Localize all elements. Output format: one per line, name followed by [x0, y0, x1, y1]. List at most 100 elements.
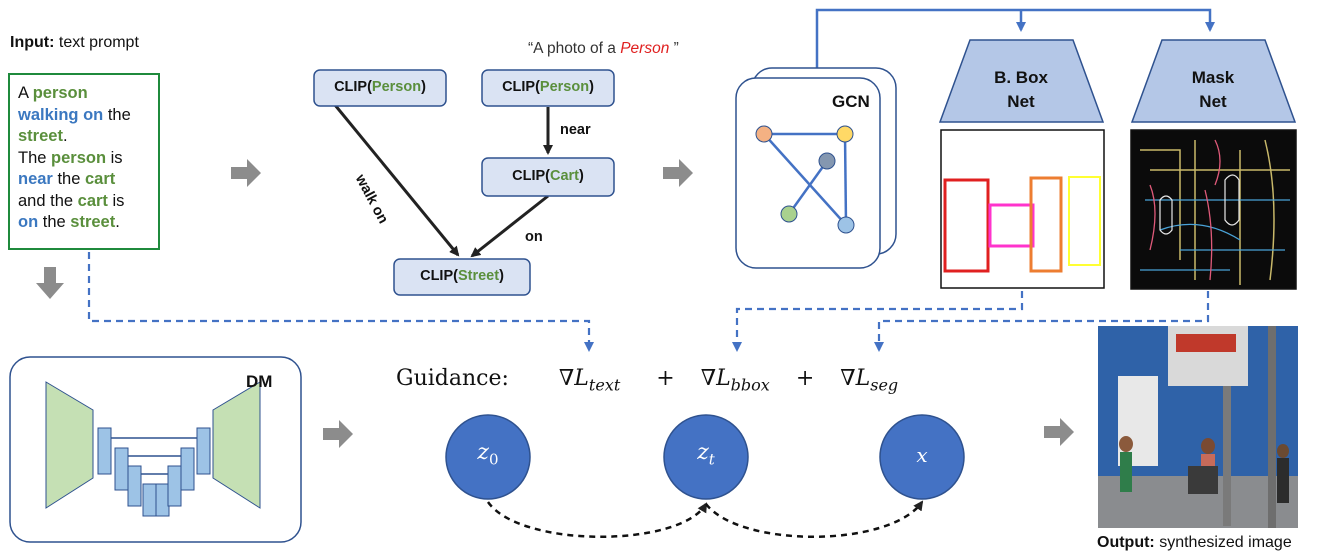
edge-on — [470, 194, 549, 258]
z0-subscript: 0 — [489, 450, 499, 469]
mask-net-label: Mask Net — [1147, 66, 1279, 114]
unet-diagram — [45, 381, 261, 517]
prompt-word: the — [38, 213, 71, 231]
output-title-rest: synthesized image — [1154, 534, 1292, 551]
flow-arrow-down — [36, 267, 64, 299]
prompt-word: the — [52, 170, 85, 188]
edge-label-near: near — [560, 122, 591, 138]
plus-sign: + — [656, 366, 675, 391]
loss-seg-subscript: seg — [870, 375, 899, 395]
loss-symbol: L — [855, 366, 871, 391]
gcn-graph — [763, 132, 848, 226]
prompt-word: cart — [84, 170, 116, 188]
text-prompt-box: A person walking on the street. The pers… — [8, 73, 160, 250]
zt-base: z — [697, 440, 709, 465]
clip-prefix: CLIP( — [502, 79, 540, 95]
loss-symbol: L — [574, 366, 589, 391]
plus-sign: + — [795, 366, 815, 391]
latent-zt-circle — [663, 414, 749, 500]
gcn-node-orange — [755, 125, 773, 143]
input-title-bold: Input: — [10, 34, 55, 51]
clip-suffix: ) — [499, 268, 504, 284]
bbox-orange — [1029, 176, 1063, 273]
bbox-yellow — [1068, 176, 1101, 266]
gcn-to-mask-connector — [815, 8, 1215, 78]
prompt-word: The — [18, 148, 52, 167]
prompt-word: is — [106, 148, 123, 167]
guidance-formula: Guidance: ∇Ltext + ∇Lbbox + ∇Lseg — [396, 366, 898, 394]
nabla-symbol: ∇ — [840, 366, 856, 391]
zt-label: zt — [684, 440, 728, 468]
clip-street-label: CLIP(Street) — [394, 268, 530, 284]
prompt-word: A — [18, 84, 33, 102]
bbox-red — [943, 178, 990, 273]
flow-arrow-4 — [1044, 418, 1074, 446]
bbox-net-trapezoid — [938, 39, 1105, 123]
prompt-word: street — [18, 127, 63, 145]
latent-z0-circle — [445, 414, 531, 500]
gcn-node-blue — [837, 216, 855, 234]
dashed-bbox-guidance-path — [732, 291, 1024, 352]
mask-net-line1: Mask — [1191, 68, 1235, 87]
clip-word: Person — [371, 79, 422, 95]
output-x-circle — [879, 414, 965, 500]
gcn-node-green — [780, 205, 798, 223]
dm-label: DM — [246, 372, 273, 391]
output-title: Output: synthesized image — [1097, 534, 1292, 552]
clip-cart-label: CLIP(Cart) — [482, 168, 614, 184]
gcn-label: GCN — [832, 92, 870, 111]
clip-suffix: ) — [421, 79, 426, 95]
prompt-word: street — [70, 213, 116, 231]
clip-person-left-label: CLIP(Person) — [314, 79, 446, 95]
nabla-symbol: ∇ — [700, 366, 717, 391]
prompt-word: on — [18, 213, 39, 231]
mask-net-line2: Net — [1199, 92, 1227, 111]
clip-node-street — [393, 258, 531, 296]
bbox-magenta — [988, 203, 1035, 248]
input-title: Input: text prompt — [10, 34, 139, 52]
mask-output-panel — [1130, 129, 1297, 290]
flow-arrow-2 — [663, 159, 693, 187]
clip-word: Cart — [550, 168, 580, 184]
gcn-node-yellow — [836, 125, 854, 143]
dashed-seg-guidance-path — [874, 291, 1210, 352]
prompt-word: cart — [77, 191, 108, 210]
zt-subscript: t — [708, 450, 715, 469]
synthesized-image — [1098, 326, 1298, 528]
bbox-net-label: B. Box Net — [955, 66, 1087, 114]
mask-net-trapezoid — [1130, 39, 1297, 123]
clip-node-cart — [481, 157, 615, 197]
prompt-word: is — [107, 191, 125, 210]
loss-text-subscript: text — [588, 375, 621, 395]
z0-base: z — [477, 440, 490, 465]
prompt-word: person — [32, 84, 88, 102]
quote-word: Person — [620, 40, 670, 57]
sampling-arc-1 — [486, 501, 708, 538]
clip-quote: “A photo of a Person ” — [528, 40, 679, 58]
flow-arrow-1 — [231, 159, 261, 187]
quote-suffix: ” — [669, 40, 679, 57]
clip-node-person-left — [313, 69, 447, 107]
dashed-text-guidance-path — [87, 252, 594, 352]
output-title-bold: Output: — [1097, 534, 1155, 551]
flow-arrow-3 — [323, 420, 353, 448]
bbox-net-line1: B. Box — [994, 68, 1048, 87]
sampling-arc-2 — [705, 500, 924, 538]
clip-prefix: CLIP( — [420, 268, 458, 284]
clip-person-right-label: CLIP(Person) — [482, 79, 614, 95]
bbox-net-line2: Net — [1007, 92, 1035, 111]
clip-word: Person — [539, 79, 590, 95]
clip-node-person-right — [481, 69, 615, 107]
quote-prefix: “A photo of a — [528, 40, 621, 57]
edge-walk-on — [333, 104, 460, 257]
prompt-word: . — [62, 127, 68, 145]
gcn-node-gray — [818, 152, 836, 170]
nabla-symbol: ∇ — [558, 366, 575, 391]
loss-symbol: L — [716, 366, 731, 391]
prompt-word: . — [115, 213, 120, 231]
loss-bbox-subscript: bbox — [730, 375, 770, 395]
prompt-word: near — [18, 170, 53, 188]
edge-label-on: on — [525, 229, 543, 245]
input-title-rest: text prompt — [54, 34, 139, 51]
z0-label: z0 — [466, 440, 510, 468]
